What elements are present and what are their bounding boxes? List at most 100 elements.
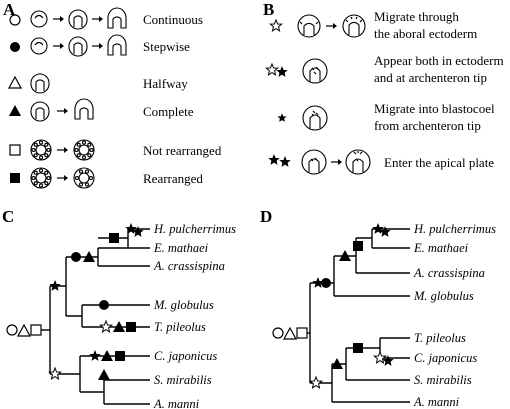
legend-text: Rearranged [143, 171, 203, 186]
embryo-icon [302, 58, 328, 84]
embryo-icon [107, 7, 127, 29]
embryo-icon [30, 37, 48, 55]
legend-row-aboral-ectoderm: Migrate through the aboral ectoderm [269, 9, 477, 41]
open-triangle-icon [17, 324, 31, 337]
taxon-label: A. crassispina [153, 259, 225, 273]
open-square-icon [9, 144, 21, 156]
open-triangle-icon [8, 76, 22, 89]
tree-branch [309, 282, 334, 384]
open-circle-icon [272, 327, 284, 339]
legend-text-line1: Appear both in ectoderm [374, 53, 504, 68]
arrow-icon [52, 15, 65, 23]
legend-text-line2: and at archenteron tip [374, 70, 487, 85]
filled-star-icon [277, 113, 287, 122]
open-star-icon [265, 63, 279, 76]
arrow-icon [52, 42, 65, 50]
embryo-icon [297, 14, 321, 38]
filled-star-icon [268, 154, 280, 165]
taxon-label: T. pileolus [154, 320, 206, 334]
tree-branch [103, 379, 150, 405]
arrow-icon [56, 146, 69, 154]
open-triangle-icon [283, 327, 297, 340]
embryo-icon [107, 34, 127, 56]
panel-c: C [2, 207, 14, 226]
open-star-icon [99, 320, 113, 333]
embryo-icon [73, 139, 95, 161]
tree-branch [371, 228, 410, 249]
legend-row-rearranged: Rearranged [10, 167, 203, 189]
filled-triangle-icon [9, 105, 21, 116]
filled-square-icon [10, 173, 20, 183]
filled-square-icon [126, 322, 136, 332]
open-circle-icon [9, 14, 21, 26]
tree-branch [333, 255, 410, 297]
filled-star-icon [89, 350, 101, 361]
filled-circle-icon [10, 42, 20, 52]
panel-c-label: C [2, 207, 14, 226]
taxon-label: M. globulus [413, 289, 474, 303]
legend-row-complete: Complete [9, 98, 194, 122]
filled-circle-icon [99, 300, 109, 310]
embryo-icon [30, 167, 52, 189]
filled-star-icon [49, 280, 61, 291]
panel-b: B Migrate through the aboral ectoderm Ap… [263, 0, 504, 175]
panel-a: A Continuous Stepwise Halfway [3, 0, 222, 189]
taxon-label: S. mirabilis [154, 373, 212, 387]
legend-text-line2: the aboral ectoderm [374, 26, 477, 41]
embryo-icon [301, 149, 327, 175]
arrow-icon [325, 22, 338, 30]
filled-square-icon [353, 343, 363, 353]
taxon-label: C. japonicus [414, 351, 477, 365]
legend-text-line2: from archenteron tip [374, 118, 481, 133]
filled-circle-icon [71, 252, 81, 262]
embryo-icon [68, 36, 88, 57]
open-star-icon [48, 367, 62, 380]
embryo-icon [30, 73, 50, 94]
legend-text: Complete [143, 104, 194, 119]
tree-branch [331, 363, 410, 403]
embryo-icon [345, 149, 371, 175]
taxon-label: T. pileolus [414, 331, 466, 345]
legend-row-stepwise: Stepwise [10, 34, 190, 57]
taxon-label: C. japonicus [154, 349, 217, 363]
tree-branch [379, 337, 410, 359]
taxon-label: A. manni [413, 395, 460, 409]
tree-branch [81, 304, 150, 328]
open-star-icon [269, 19, 283, 32]
arrow-icon [91, 15, 104, 23]
filled-circle-icon [321, 278, 331, 288]
taxon-label: H. pulcherrimus [153, 222, 236, 236]
panel-d: D [260, 207, 272, 226]
embryo-icon [30, 101, 50, 122]
open-circle-icon [6, 324, 18, 336]
filled-triangle-icon [98, 369, 110, 380]
panel-d-label: D [260, 207, 272, 226]
panel-a-label: A [3, 0, 16, 19]
taxon-label: E. mathaei [153, 241, 209, 255]
legend-text: Not rearranged [143, 143, 222, 158]
legend-text-line1: Migrate into blastocoel [374, 101, 495, 116]
taxon-label: A. manni [153, 397, 200, 409]
embryo-icon [30, 139, 52, 161]
legend-text: Stepwise [143, 39, 190, 54]
arrow-icon [330, 158, 343, 166]
tree-branch [97, 247, 150, 267]
tree-branch [49, 285, 80, 375]
legend-row-blastocoel: Migrate into blastocoel from archenteron… [277, 101, 495, 133]
arrow-icon [56, 107, 69, 115]
filled-square-icon [353, 241, 363, 251]
open-star-icon [309, 376, 323, 389]
open-square-icon [30, 324, 42, 336]
legend-row-apical-plate: Enter the apical plate [268, 149, 494, 175]
tree-branch [79, 355, 150, 393]
open-square-icon [296, 327, 308, 339]
legend-text: Continuous [143, 12, 203, 27]
legend-text-line1: Migrate through [374, 9, 459, 24]
legend-row-continuous: Continuous [9, 7, 203, 30]
embryo-icon [68, 9, 88, 30]
legend-text-line1: Enter the apical plate [384, 155, 494, 170]
embryo-icon [30, 10, 48, 28]
